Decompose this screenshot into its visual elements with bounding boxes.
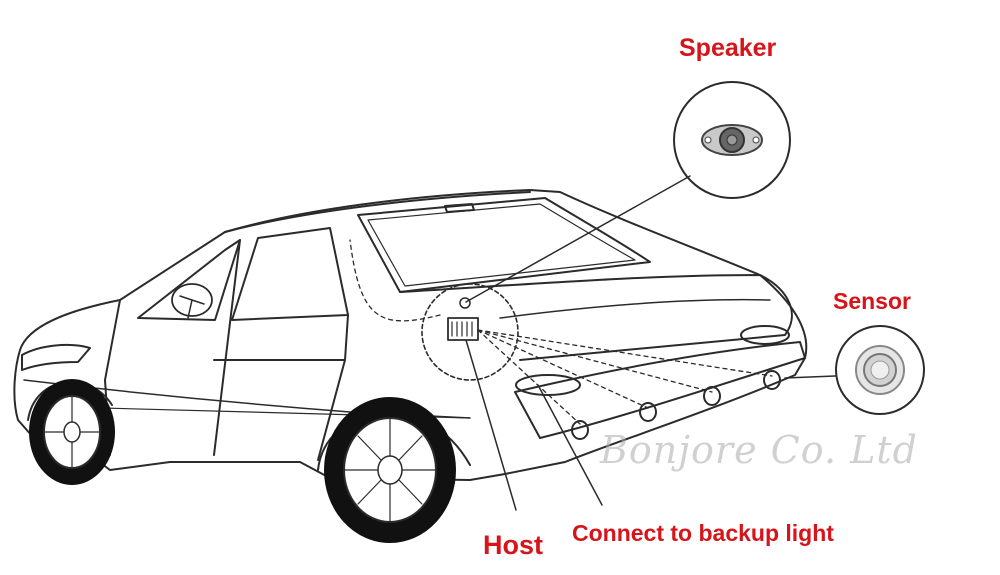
roof-line: [224, 191, 531, 233]
sensor-leader-line: [784, 375, 836, 379]
rear-bumper: [514, 341, 806, 439]
sensor-icon: [855, 345, 905, 395]
sensor-1: [571, 420, 589, 440]
sensor-label: Sensor: [833, 288, 911, 314]
host-leader-line: [465, 339, 517, 511]
host-unit: [447, 317, 479, 341]
steering-column: [179, 295, 205, 319]
speaker-callout-circle: [673, 81, 791, 199]
bumper-sensors: [571, 370, 781, 440]
sensor-2: [639, 402, 657, 422]
rear-window-inner: [367, 203, 636, 287]
rear-wheel: [324, 397, 456, 543]
watermark: Bonjore Co. Ltd: [600, 428, 918, 472]
host-unit-ports: [451, 321, 473, 337]
backup-light-leader-line: [537, 384, 603, 506]
third-brake-light: [444, 203, 475, 213]
pillar-c: [344, 314, 349, 361]
sensor-callout-circle: [835, 325, 925, 415]
speaker-icon: [701, 124, 763, 156]
trunk-lid: [399, 274, 793, 361]
tail-light-right: [740, 325, 790, 345]
speaker-leader-line: [465, 175, 691, 303]
backup-light-label: Connect to backup light: [572, 520, 834, 546]
sensor-4: [763, 370, 781, 390]
front-wheel: [29, 379, 115, 485]
host-zoom-circle: [421, 283, 519, 381]
front-headlight: [21, 343, 91, 371]
host-label: Host: [483, 530, 543, 560]
rear-side-window: [231, 227, 349, 321]
steering-wheel: [171, 283, 213, 317]
front-side-window: [137, 239, 241, 321]
rear-window: [357, 197, 651, 293]
sensor-wiring: [349, 239, 773, 425]
speaker-label: Speaker: [679, 34, 777, 62]
trunk-lid-edge: [499, 298, 771, 319]
speaker-mount: [459, 297, 471, 309]
sensor-3: [703, 386, 721, 406]
pillar-b: [213, 239, 241, 456]
